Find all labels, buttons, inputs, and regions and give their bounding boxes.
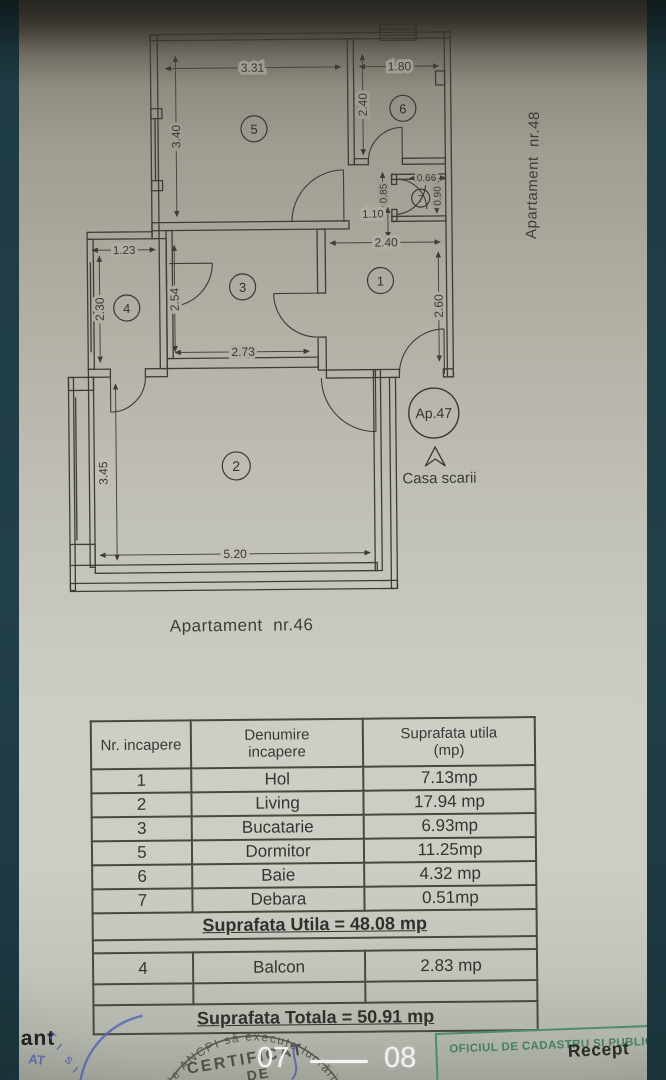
- cell-area: 4.32 mp: [364, 861, 537, 887]
- subtotal-text: Suprafata Utila = 48.08 mp: [92, 909, 537, 941]
- cell-nr: 7: [92, 888, 193, 914]
- dim-room7-width: 0.66: [417, 173, 437, 184]
- header-suprafata-line2: (mp): [433, 741, 465, 760]
- cell-name: Debara: [192, 886, 365, 913]
- table-header-row: Nr. incapere Denumire incapere Suprafata…: [90, 717, 536, 770]
- cell-name: Hol: [191, 766, 364, 793]
- blue-stamp-letter: T: [46, 1031, 58, 1043]
- room-4-number: 4: [123, 301, 130, 316]
- blue-stamp-letter: S: [62, 1055, 75, 1068]
- cell-area: 2.83 mp: [364, 949, 538, 982]
- dim-room2-height: 3.45: [96, 461, 110, 485]
- cell-area: 7.13mp: [363, 765, 536, 791]
- dim-room5-height: 3.40: [169, 124, 183, 148]
- cell-nr: 2: [91, 792, 192, 818]
- header-suprafata-line1: Suprafata utila: [400, 724, 498, 743]
- floor-plan: 3.31 1.80 3.40 2.40 0.66 0.85 0.90 1.10 …: [67, 23, 477, 593]
- header-denumire-line2: incapere: [248, 743, 306, 761]
- blue-stamp-letter: I: [70, 1066, 80, 1076]
- ancpi-round-stamp: izată de ANCPI să execute lucrări de cad…: [89, 1005, 356, 1080]
- cell-nr: 6: [92, 864, 193, 890]
- header-nr: Nr. incapere: [90, 720, 192, 770]
- cell-name: Baie: [192, 862, 365, 889]
- dim-room5-width: 3.31: [241, 61, 265, 75]
- blue-stamp-text: AT: [28, 1051, 46, 1068]
- dimension-lines: [91, 53, 447, 561]
- cell-name: Dormitor: [191, 838, 365, 865]
- dim-room3-width: 2.73: [231, 345, 255, 359]
- cell-area: 11.25mp: [363, 837, 537, 863]
- cell-nr: 3: [91, 816, 192, 842]
- cell-nr: 4: [92, 952, 194, 985]
- cell-name: Bucatarie: [191, 814, 364, 841]
- header-denumire-line1: Denumire: [244, 726, 310, 744]
- dim-room4-height: 2.30: [93, 297, 107, 321]
- document-content: 3.31 1.80 3.40 2.40 0.66 0.85 0.90 1.10 …: [19, 0, 647, 1080]
- ap47-circle: [408, 387, 460, 439]
- room-numbers: [113, 94, 431, 481]
- stamp-de-text: DE: [246, 1064, 272, 1080]
- blue-pen-mark: [291, 1043, 298, 1080]
- cell-area: 17.94 mp: [363, 789, 536, 815]
- area-table: Nr. incapere Denumire incapere Suprafata…: [90, 716, 539, 1035]
- recept-overlay-text: Recept: [567, 1038, 630, 1061]
- ap47-label: Ap.47: [415, 405, 452, 421]
- room-3-number: 3: [239, 280, 246, 295]
- dim-room4-width: 1.23: [113, 245, 136, 257]
- dim-hol-width: 2.40: [374, 235, 398, 249]
- dim-room7-left: 0.85: [379, 183, 390, 203]
- dim-corridor: 1.10: [362, 208, 384, 220]
- blue-stamp-letter: I: [54, 1043, 64, 1053]
- dim-hol-height: 2.60: [432, 294, 446, 318]
- blue-round-stamp: T I S I AT: [28, 1014, 143, 1080]
- header-denumire: Denumire incapere: [190, 718, 364, 769]
- dim-room2-width: 5.20: [223, 547, 247, 561]
- room-2-number: 2: [232, 458, 240, 474]
- document-page: 3.31 1.80 3.40 2.40 0.66 0.85 0.90 1.10 …: [19, 0, 647, 1080]
- room-6-number: 6: [399, 101, 406, 116]
- cell-name: Balcon: [192, 950, 366, 984]
- room-1-number: 1: [377, 273, 384, 288]
- header-suprafata: Suprafata utila (mp): [362, 717, 536, 767]
- cell-name: Living: [191, 790, 364, 817]
- cell-nr: 5: [91, 840, 193, 866]
- room-7-number: 7: [418, 194, 424, 205]
- dim-room7-right: 0.90: [433, 186, 444, 206]
- dim-room6-width: 1.80: [388, 59, 412, 73]
- subtotal-row: Suprafata Utila = 48.08 mp: [92, 909, 537, 941]
- cell-area: 0.51mp: [364, 885, 537, 911]
- room-5-number: 5: [250, 122, 257, 137]
- dim-room6-height: 2.40: [356, 93, 370, 117]
- cell-nr: 1: [91, 768, 192, 794]
- apartment-46-label: Apartament nr.46: [169, 615, 314, 636]
- balcony-row: 4 Balcon 2.83 mp: [92, 949, 538, 985]
- cell-area: 6.93mp: [363, 813, 536, 839]
- north-arrow-icon: [424, 445, 446, 467]
- dim-room3-height: 2.54: [168, 287, 182, 311]
- casa-scarii-label: Casa scarii: [402, 470, 476, 488]
